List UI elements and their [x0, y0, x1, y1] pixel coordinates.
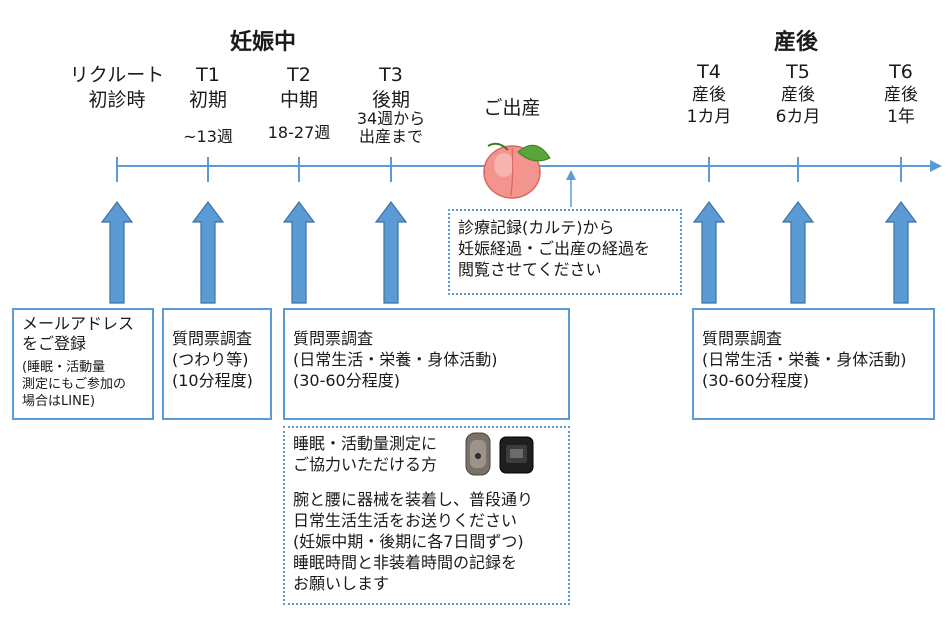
- t1-survey-line3: (10分程度): [172, 371, 253, 390]
- timeline-arrowhead: [930, 160, 942, 172]
- t3-code: T3: [379, 64, 403, 86]
- t1-name: 初期: [188, 89, 227, 111]
- t5-name: 産後: [781, 85, 815, 105]
- timepoint-t5-label: T5 産後 6カ月: [758, 60, 838, 128]
- wristband-icon: [465, 432, 491, 476]
- t4-detail: 1カ月: [686, 107, 732, 127]
- records-line3: 閲覧させてください: [458, 260, 602, 279]
- recruit-line2: 初診時: [88, 89, 146, 111]
- records-box: 診療記録(カルテ)から 妊娠経過・ご出産の経過を 閲覧させてください: [448, 209, 682, 295]
- up-arrow-recruit: [100, 201, 134, 304]
- birth-label: ご出産: [483, 97, 541, 119]
- t1-survey-line1: 質問票調査: [172, 329, 253, 348]
- t4-code: T4: [697, 61, 721, 83]
- t6-detail: 1年: [887, 107, 915, 127]
- device-line4: 日常生活生活をお送りください: [293, 511, 518, 530]
- up-arrow-t4: [692, 201, 726, 304]
- up-arrow-t2: [282, 201, 316, 304]
- t6-code: T6: [889, 61, 913, 83]
- register-note1: (睡眠・活動量: [22, 360, 106, 375]
- t5-detail: 6カ月: [775, 107, 821, 127]
- t2-name: 中期: [279, 89, 318, 111]
- t3-detail: 34週から 出産まで: [346, 110, 436, 146]
- postpartum-survey-box: 質問票調査 (日常生活・栄養・身体活動) (30-60分程度): [692, 308, 935, 420]
- timepoint-recruit-label: リクルート 初診時: [57, 63, 177, 113]
- up-arrow-t6: [884, 201, 918, 304]
- timepoint-t6-label: T6 産後 1年: [861, 60, 941, 128]
- t4-name: 産後: [692, 85, 726, 105]
- t1-detail: ~13週: [183, 127, 233, 146]
- post-survey-line3: (30-60分程度): [702, 371, 809, 390]
- timepoint-t2-label: T2 中期: [259, 63, 339, 113]
- up-arrow-t1: [191, 201, 225, 304]
- records-line1: 診療記録(カルテ)から: [458, 218, 615, 237]
- register-note3: 場合はLINE): [22, 394, 96, 409]
- timepoint-t1-label: T1 初期: [168, 63, 248, 113]
- t2-code: T2: [287, 64, 311, 86]
- t23-survey-line1: 質問票調査: [293, 329, 374, 348]
- register-note2: 測定にもご参加の: [22, 377, 127, 392]
- t6-name: 産後: [884, 85, 918, 105]
- register-box: メールアドレス をご登録 (睡眠・活動量 測定にもご参加の 場合はLINE): [12, 308, 154, 420]
- timepoint-t3-label: T3 後期: [351, 63, 431, 113]
- t1-survey-box: 質問票調査 (つわり等) (10分程度): [162, 308, 272, 420]
- post-survey-line2: (日常生活・栄養・身体活動): [702, 350, 907, 369]
- t23-survey-line3: (30-60分程度): [293, 371, 400, 390]
- device-line7: お願いします: [293, 574, 390, 593]
- t1-code: T1: [196, 64, 220, 86]
- records-line2: 妊娠経過・ご出産の経過を: [458, 239, 651, 258]
- t23-survey-box: 質問票調査 (日常生活・栄養・身体活動) (30-60分程度): [283, 308, 570, 420]
- records-arrow-head: [566, 170, 576, 180]
- register-line1: メールアドレス: [22, 314, 135, 333]
- t3-name: 後期: [371, 89, 410, 111]
- device-line5: (妊娠中期・後期に各7日間ずつ): [293, 532, 524, 551]
- device-line6: 睡眠時間と非装着時間の記録を: [293, 553, 518, 572]
- recruit-line1: リクルート: [69, 64, 165, 86]
- t5-code: T5: [786, 61, 810, 83]
- phase-postpartum-title: 産後: [774, 30, 819, 55]
- device-line3: 腕と腰に器械を装着し、普段通り: [293, 490, 534, 509]
- phase-pregnancy-title: 妊娠中: [230, 30, 297, 55]
- t2-detail: 18-27週: [267, 123, 331, 142]
- device-line1: 睡眠・活動量測定に: [293, 434, 438, 453]
- device-box: 睡眠・活動量測定に ご協力いただける方 腕と腰に器械を装着し、普段通り 日常生活…: [283, 426, 570, 605]
- up-arrow-t5: [781, 201, 815, 304]
- t1-survey-line2: (つわり等): [172, 350, 249, 369]
- peach-icon: [483, 142, 551, 199]
- device-line2: ご協力いただける方: [293, 455, 438, 474]
- t3-detail-line1: 34週から: [356, 109, 426, 128]
- register-line2: をご登録: [22, 334, 87, 353]
- t3-detail-line2: 出産まで: [358, 127, 423, 146]
- post-survey-line1: 質問票調査: [702, 329, 783, 348]
- timepoint-t4-label: T4 産後 1カ月: [669, 60, 749, 128]
- waist-device-icon: [499, 436, 534, 474]
- up-arrow-t3: [374, 201, 408, 304]
- t23-survey-line2: (日常生活・栄養・身体活動): [293, 350, 498, 369]
